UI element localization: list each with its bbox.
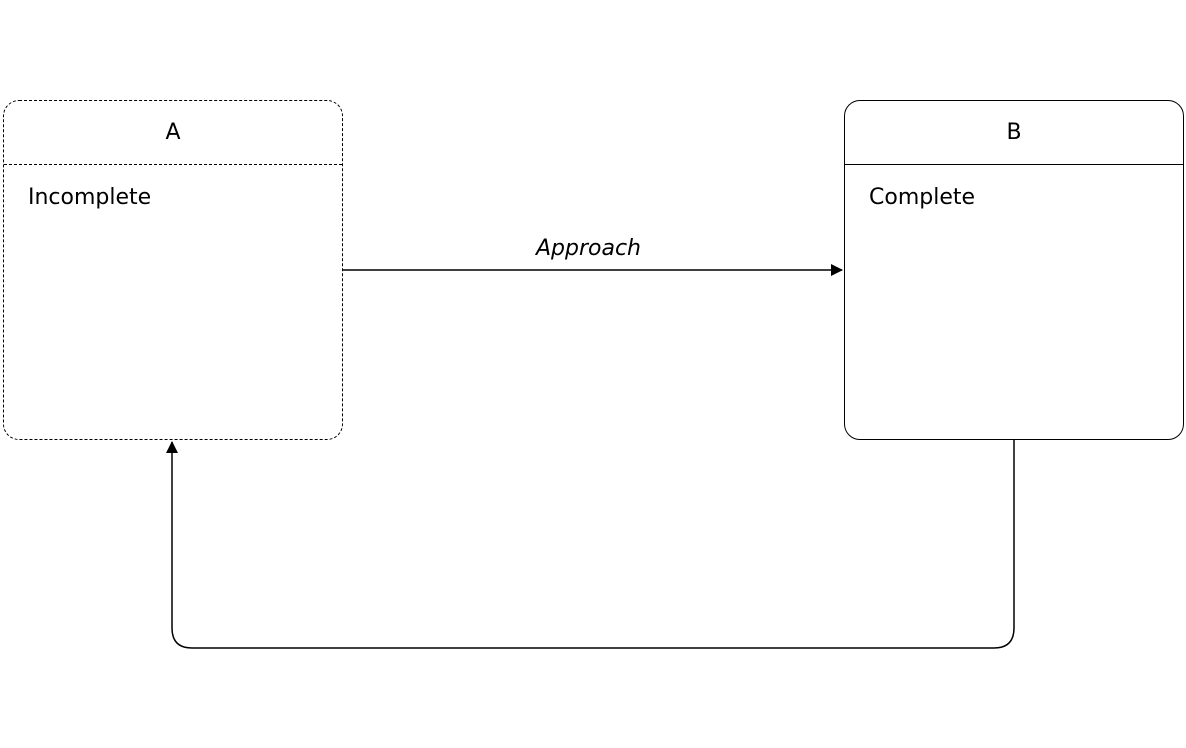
state-b-title: B [845,101,1183,165]
transition-a-to-b-label: Approach [536,236,642,261]
state-a[interactable]: A Incomplete [3,100,343,440]
state-b[interactable]: B Complete [844,100,1184,440]
state-a-body: Incomplete [28,185,152,210]
state-a-title: A [4,101,342,165]
transition-b-to-a-arrow [166,440,1015,649]
state-b-body: Complete [869,185,976,210]
